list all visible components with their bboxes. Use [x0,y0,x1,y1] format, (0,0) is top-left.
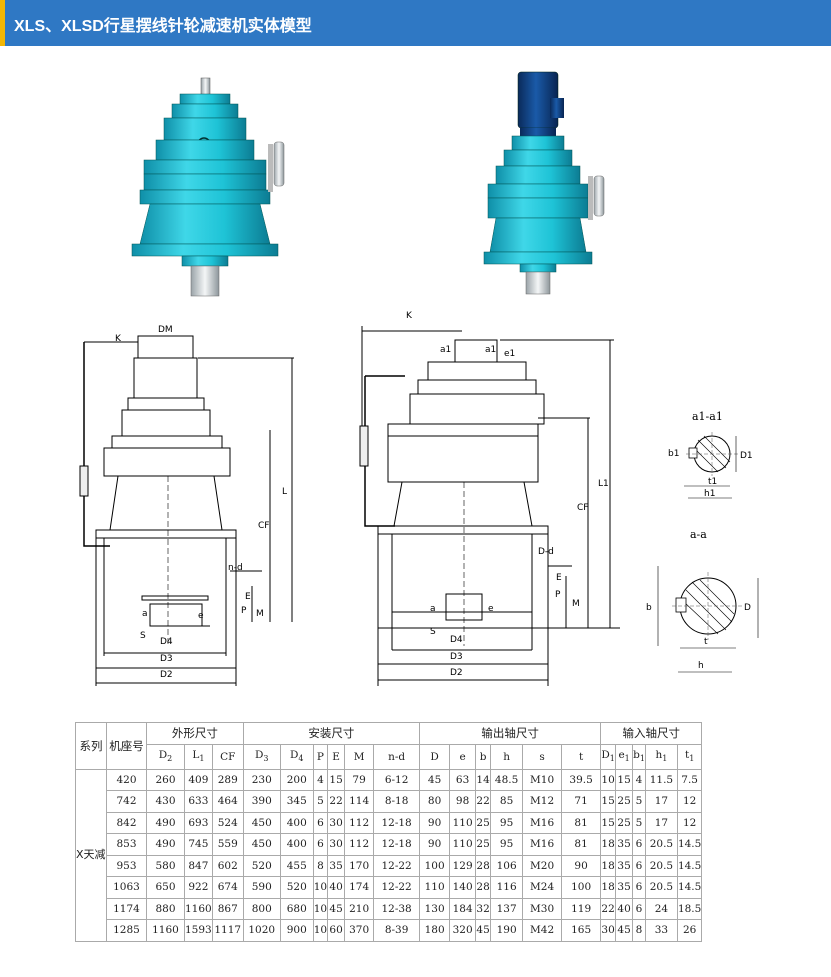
svg-text:L1: L1 [598,479,609,489]
svg-text:a1: a1 [440,345,451,355]
svg-text:D2: D2 [160,670,173,680]
svg-text:D3: D3 [160,654,173,664]
svg-text:CF: CF [577,503,588,513]
th-M: M [344,743,375,770]
svg-text:M: M [256,609,264,619]
th-D1: D1 [600,743,617,770]
svg-text:n-d: n-d [228,563,243,573]
svg-text:K: K [115,334,122,344]
th-L1: L1 [184,743,213,770]
svg-text:L: L [282,487,287,497]
th-CF: CF [211,743,244,770]
svg-text:E: E [556,573,562,583]
svg-text:D4: D4 [160,637,173,647]
model-xls [131,77,285,297]
section-a1-a1: a1-a1 b1 t1 h1 D1 [668,410,753,499]
table-sub-header: D2 L1 CF D3 D4 P E M n-d D e b h s t D1 … [76,743,703,770]
svg-text:b: b [646,603,652,613]
svg-text:D3: D3 [450,652,463,662]
th-t1: t1 [676,743,703,770]
section-a-a: a-a b t h D [646,528,759,673]
drawing-left [79,335,294,686]
svg-text:S: S [430,627,436,637]
svg-text:K: K [406,311,413,321]
th-D2: D2 [146,743,185,770]
svg-text:a1-a1: a1-a1 [692,410,723,423]
svg-text:e1: e1 [504,349,515,359]
svg-text:D2: D2 [450,668,463,678]
svg-text:P: P [555,590,561,600]
series-cell: X天减 [75,768,107,942]
svg-text:D4: D4 [450,635,463,645]
th-b: b [475,743,492,770]
th-b1: b1 [632,743,646,770]
th-t: t [561,743,602,770]
table-group-header: 系列 机座号 外形尺寸 安装尺寸 输出轴尺寸 输入轴尺寸 [75,722,703,770]
svg-text:a: a [142,609,148,619]
th-frame: 机座号 [106,722,147,770]
page-title: XLS、XLSD行星摆线针轮减速机实体模型 [14,18,312,35]
svg-text:e: e [198,611,204,621]
svg-text:a-a: a-a [690,528,707,541]
th-D: D [419,743,451,770]
svg-text:a: a [430,604,436,614]
th-series: 系列 [75,722,107,770]
th-install: 安装尺寸 [242,722,421,745]
svg-text:E: E [245,592,251,602]
svg-text:t1: t1 [708,477,717,487]
svg-text:CF: CF [258,521,269,531]
svg-text:D1: D1 [740,451,753,461]
header-accent-bar [0,0,5,46]
th-input: 输入轴尺寸 [600,722,703,745]
th-h1: h1 [644,743,678,770]
model-xlsd [483,71,605,295]
drawing-right-labels: K a1 a1 e1 L1 CF D-d E P M D4 D3 D2 S a … [406,311,609,678]
svg-text:e: e [488,604,494,614]
dimension-table: 系列 机座号 外形尺寸 安装尺寸 输出轴尺寸 输入轴尺寸 D2 L1 CF D3… [75,722,703,942]
svg-text:DM: DM [158,325,173,335]
th-D3: D3 [242,743,281,770]
svg-text:h: h [698,661,704,671]
svg-text:h1: h1 [704,489,715,499]
th-output: 输出轴尺寸 [419,722,602,745]
th-P: P [312,743,329,770]
th-e: e [449,743,477,770]
th-s: s [522,743,563,770]
svg-text:b1: b1 [668,449,679,459]
drawing-right [359,326,620,686]
drawing-left-labels: K DM L CF n-d E P M D4 D3 D2 S a e [115,325,287,680]
th-E: E [327,743,346,770]
svg-text:t: t [704,637,708,647]
svg-text:D-d: D-d [538,547,554,557]
svg-text:a1: a1 [485,345,496,355]
svg-text:P: P [241,606,247,616]
page-header: XLS、XLSD行星摆线针轮减速机实体模型 [0,0,831,46]
product-drawings: K DM L CF n-d E P M D4 D3 D2 S a e [79,71,759,686]
th-nd: n-d [373,743,421,770]
th-h: h [490,743,524,770]
th-outline: 外形尺寸 [146,722,244,745]
svg-text:S: S [140,631,146,641]
th-e1: e1 [615,743,634,770]
svg-text:M: M [572,599,580,609]
svg-text:D: D [744,603,751,613]
th-D4: D4 [279,743,314,770]
